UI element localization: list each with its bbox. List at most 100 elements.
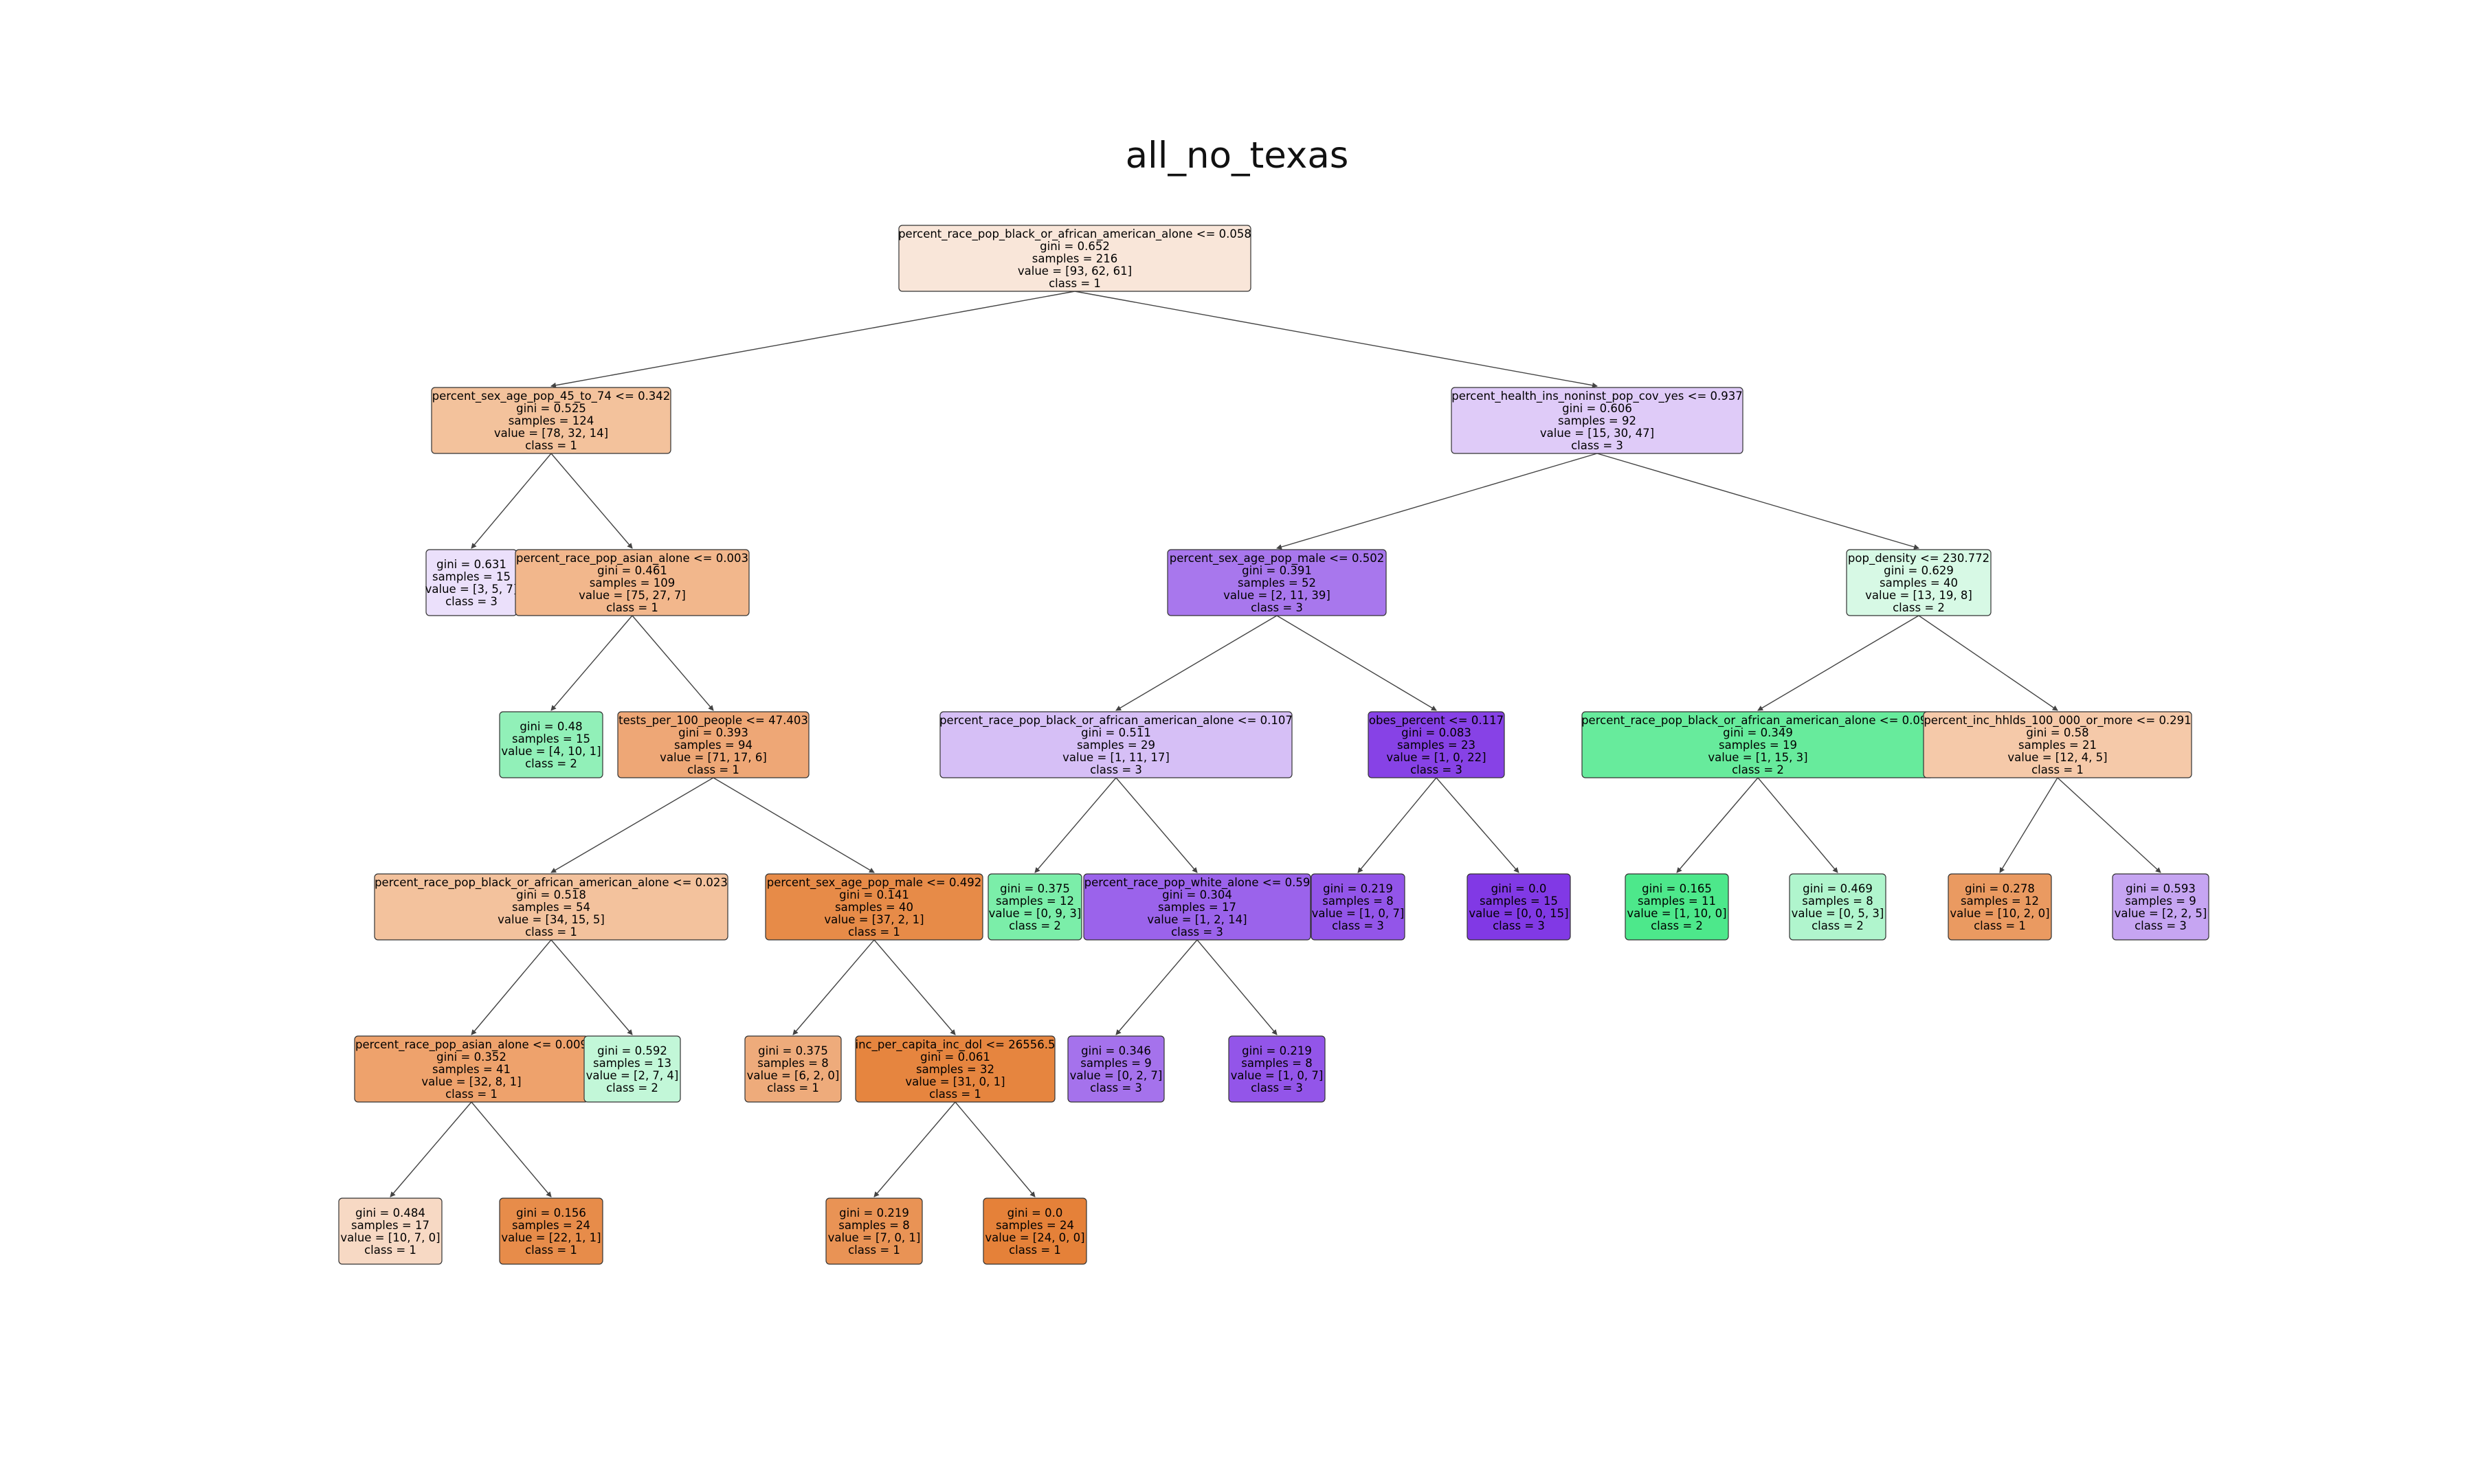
tree-node-text: gini = 0.219 bbox=[1323, 882, 1393, 895]
tree-node-text: samples = 54 bbox=[512, 901, 590, 914]
tree-node-text: gini = 0.518 bbox=[516, 888, 586, 901]
tree-node-box bbox=[431, 387, 671, 454]
tree-node-text: gini = 0.484 bbox=[355, 1206, 425, 1219]
tree-node-box bbox=[1167, 549, 1387, 616]
tree-node-box bbox=[765, 873, 983, 941]
tree-node-text: gini = 0.593 bbox=[2126, 882, 2196, 895]
tree-node-text: value = [1, 0, 7] bbox=[1231, 1069, 1324, 1082]
tree-edge bbox=[1999, 777, 2058, 873]
tree-node-text: samples = 17 bbox=[1158, 901, 1236, 914]
tree-edge bbox=[873, 1101, 956, 1198]
tree-node-text: class = 3 bbox=[1332, 919, 1384, 932]
tree-edge bbox=[955, 1101, 1036, 1198]
tree-node-text: class = 1 bbox=[767, 1081, 819, 1094]
tree-node-text: value = [2, 11, 39] bbox=[1223, 589, 1330, 602]
tree-node-box bbox=[1846, 549, 1992, 616]
tree-node-text: value = [1, 11, 17] bbox=[1062, 751, 1170, 764]
tree-node-text: value = [1, 10, 0] bbox=[1627, 907, 1726, 920]
tree-node-text: gini = 0.606 bbox=[1562, 402, 1632, 415]
tree-node-text: value = [7, 0, 1] bbox=[828, 1231, 921, 1244]
tree-node-text: class = 3 bbox=[1571, 439, 1623, 452]
tree-edge bbox=[550, 453, 633, 549]
tree-edge bbox=[1276, 453, 1598, 550]
tree-node-box bbox=[1625, 873, 1729, 941]
tree-node-n3: percent_race_pop_asian_alone <= 0.003gin… bbox=[515, 549, 750, 616]
tree-node-box bbox=[1368, 711, 1505, 778]
tree-node-text: gini = 0.48 bbox=[520, 720, 582, 733]
tree-node-n6: percent_race_pop_black_or_african_americ… bbox=[374, 873, 728, 941]
tree-node-text: gini = 0.469 bbox=[1803, 882, 1873, 895]
tree-node-text: gini = 0.391 bbox=[1242, 564, 1312, 577]
tree-node-text: samples = 40 bbox=[1880, 576, 1958, 589]
tree-node-text: class = 1 bbox=[929, 1088, 981, 1101]
tree-edge bbox=[1196, 939, 1278, 1035]
tree-node-text: value = [15, 30, 47] bbox=[1540, 427, 1654, 440]
tree-node-text: gini = 0.511 bbox=[1081, 726, 1151, 739]
tree-node-text: samples = 21 bbox=[2018, 739, 2097, 752]
tree-node-text: value = [34, 15, 5] bbox=[498, 913, 605, 926]
tree-node-text: value = [2, 7, 4] bbox=[586, 1069, 679, 1082]
tree-node-n0: percent_race_pop_black_or_african_americ… bbox=[898, 225, 1251, 292]
tree-node-text: value = [78, 32, 14] bbox=[494, 427, 608, 440]
tree-node-box bbox=[825, 1198, 923, 1265]
tree-node-text: class = 3 bbox=[1251, 1081, 1303, 1094]
tree-node-text: class = 1 bbox=[525, 439, 577, 452]
tree-node-text: percent_race_pop_black_or_african_americ… bbox=[939, 714, 1293, 728]
tree-node-text: gini = 0.631 bbox=[436, 558, 506, 571]
diagram-title: all_no_texas bbox=[1125, 135, 1349, 177]
tree-node-box bbox=[1067, 1035, 1165, 1103]
tree-edge bbox=[1276, 615, 1437, 711]
tree-node-n18: percent_race_pop_black_or_african_americ… bbox=[939, 711, 1293, 778]
tree-edge bbox=[873, 939, 956, 1035]
tree-node-text: tests_per_100_people <= 47.403 bbox=[618, 714, 808, 728]
tree-node-text: percent_inc_hhlds_100_000_or_more <= 0.2… bbox=[1924, 714, 2191, 728]
tree-node-text: percent_sex_age_pop_45_to_74 <= 0.342 bbox=[432, 390, 671, 403]
tree-node-text: value = [1, 0, 7] bbox=[1312, 907, 1405, 920]
tree-node-text: value = [75, 27, 7] bbox=[579, 589, 686, 602]
tree-node-text: value = [10, 2, 0] bbox=[1950, 907, 2049, 920]
tree-node-text: samples = 24 bbox=[512, 1219, 590, 1232]
tree-node-text: class = 1 bbox=[2031, 763, 2084, 776]
tree-node-box bbox=[1228, 1035, 1326, 1103]
tree-edge bbox=[471, 1101, 552, 1198]
tree-node-text: class = 2 bbox=[1893, 601, 1945, 614]
tree-node-box bbox=[499, 1198, 603, 1265]
tree-node-text: value = [3, 5, 7] bbox=[425, 583, 518, 596]
tree-node-text: value = [0, 0, 15] bbox=[1469, 907, 1568, 920]
tree-node-text: value = [10, 7, 0] bbox=[340, 1231, 440, 1244]
tree-node-text: class = 1 bbox=[1009, 1244, 1061, 1257]
tree-node-text: samples = 17 bbox=[351, 1219, 430, 1232]
tree-edge bbox=[390, 1101, 472, 1198]
tree-edge bbox=[1596, 453, 1919, 550]
tree-node-text: gini = 0.652 bbox=[1040, 240, 1110, 253]
tree-node-text: samples = 19 bbox=[1719, 739, 1797, 752]
tree-node-text: class = 2 bbox=[606, 1081, 658, 1094]
tree-node-box bbox=[988, 873, 1082, 941]
tree-edge bbox=[1757, 777, 1838, 873]
tree-node-text: value = [32, 8, 1] bbox=[421, 1075, 521, 1088]
tree-node-text: samples = 8 bbox=[1802, 895, 1873, 908]
tree-node-text: gini = 0.375 bbox=[1000, 882, 1070, 895]
tree-node-box bbox=[1311, 873, 1405, 941]
tree-node-text: class = 1 bbox=[606, 601, 658, 614]
tree-node-text: samples = 15 bbox=[512, 732, 590, 745]
tree-edge bbox=[550, 939, 633, 1035]
tree-node-text: gini = 0.461 bbox=[597, 564, 667, 577]
tree-node-text: class = 2 bbox=[525, 757, 577, 770]
tree-node-text: samples = 9 bbox=[1080, 1057, 1151, 1070]
tree-node-text: class = 1 bbox=[364, 1244, 416, 1257]
tree-node-box bbox=[1923, 711, 2192, 778]
tree-edge bbox=[550, 615, 633, 711]
tree-node-text: value = [31, 0, 1] bbox=[905, 1075, 1005, 1088]
tree-node-text: samples = 41 bbox=[432, 1063, 511, 1076]
tree-node-text: gini = 0.0 bbox=[1491, 882, 1547, 895]
